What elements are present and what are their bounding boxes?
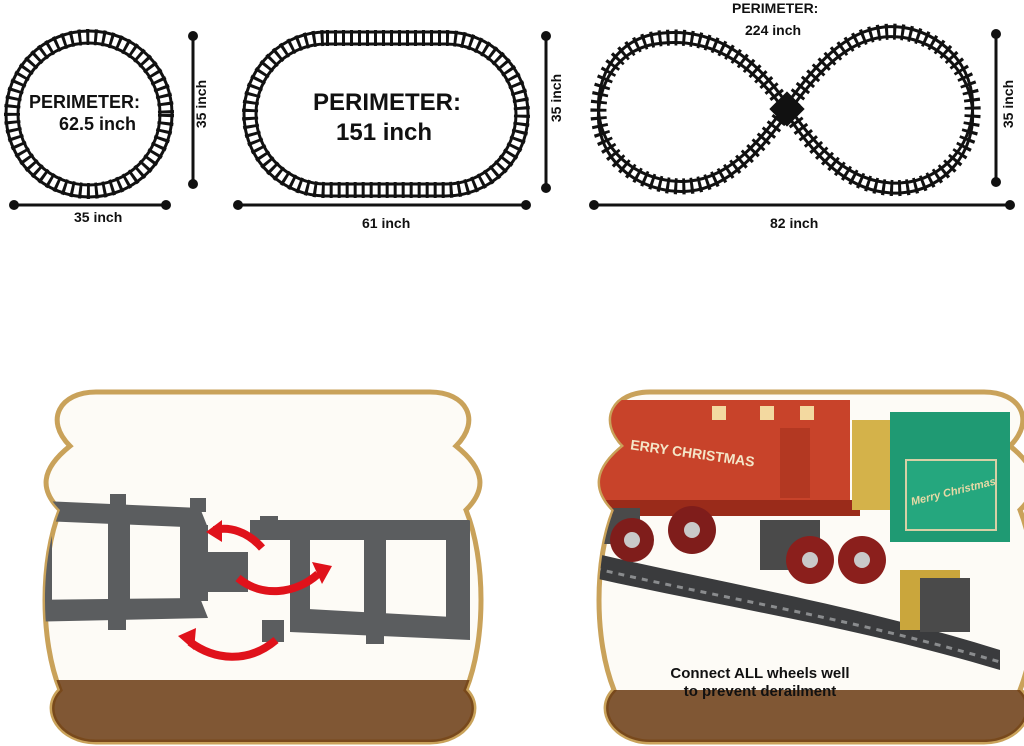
track-connection-panel <box>42 389 484 745</box>
figure-eight-perimeter-label: PERIMETER: <box>732 0 819 16</box>
caption-line-1: Connect ALL wheels well <box>670 665 850 682</box>
curved-track <box>599 545 1000 670</box>
oval-perimeter-label: PERIMETER: <box>313 89 462 116</box>
train-wheels <box>599 506 970 632</box>
circle-perimeter-value: 62.5 inch <box>59 114 137 134</box>
oval-height-label: 35 inch <box>548 73 565 123</box>
oval-height-dimension <box>541 31 551 193</box>
figure-eight-width-label: 82 inch <box>770 215 819 231</box>
circle-height-dimension <box>188 31 198 189</box>
connect-arrow-middle <box>235 562 332 595</box>
connect-arrow-bottom <box>178 628 279 661</box>
train-on-track-panel <box>596 389 1024 745</box>
oval-perimeter-value: 151 inch <box>336 119 433 146</box>
circle-width-label: 35 inch <box>74 209 123 225</box>
circle-track <box>4 29 174 199</box>
caption-line-2: to prevent derailment <box>683 683 837 700</box>
track-piece-right <box>250 516 470 644</box>
connect-arrow-top <box>206 520 266 551</box>
circle-width-dimension <box>9 200 171 210</box>
track-piece-left <box>45 494 248 630</box>
circle-height-label: 35 inch <box>193 79 210 129</box>
figure-eight-height-dimension <box>991 29 1001 187</box>
oval-width-label: 61 inch <box>362 215 411 231</box>
circle-perimeter-label: PERIMETER: <box>29 92 141 112</box>
red-passenger-car <box>599 400 860 516</box>
figure-eight-track <box>590 23 981 197</box>
figure-eight-perimeter-value: 224 inch <box>745 22 802 38</box>
oval-width-dimension <box>233 200 531 210</box>
figure-eight-width-dimension <box>589 200 1015 210</box>
oval-track <box>242 30 530 198</box>
instruction-caption: Connect ALL wheels well to prevent derai… <box>650 665 870 701</box>
figure-eight-height-label: 35 inch <box>1000 79 1017 129</box>
